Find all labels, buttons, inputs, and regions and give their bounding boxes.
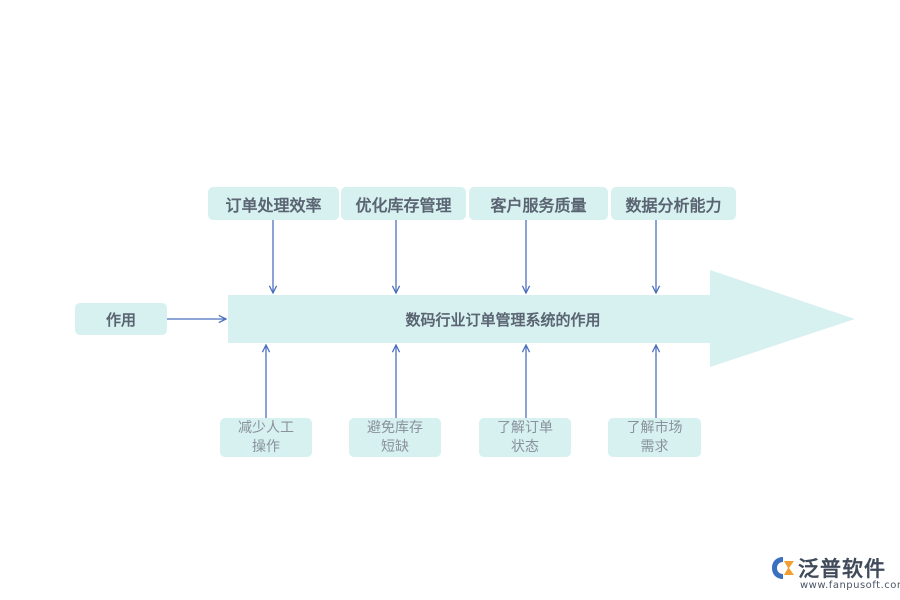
- bottom-box-line: 操作: [252, 438, 280, 455]
- bottom-box-line: 状态: [511, 438, 539, 455]
- left-box-label: 作用: [75, 303, 167, 335]
- bottom-box-reduce-manual: 减少人工 操作: [220, 418, 312, 457]
- top-box-order-efficiency: 订单处理效率: [208, 187, 339, 220]
- fanpu-logo-name: 泛普软件: [798, 557, 886, 581]
- bottom-box-line: 短缺: [381, 438, 409, 455]
- top-box-inventory: 优化库存管理: [341, 187, 466, 220]
- bottom-box-line: 了解市场: [626, 419, 683, 436]
- top-box-data-analysis: 数据分析能力: [611, 187, 736, 220]
- top-box-customer-service: 客户服务质量: [469, 187, 608, 220]
- bottom-box-line: 了解订单: [497, 419, 553, 436]
- main-arrow-label: 数码行业订单管理系统的作用: [405, 310, 601, 329]
- bottom-box-line: 减少人工: [238, 419, 294, 436]
- fanpu-logo-url: www.fanpusoft.com: [800, 580, 900, 591]
- fanpu-logo: 泛普软件 www.fanpusoft.com: [770, 553, 900, 593]
- fanpu-logo-icon: [772, 557, 794, 579]
- bottom-box-line: 需求: [640, 438, 669, 455]
- bottom-box-line: 避免库存: [367, 419, 423, 436]
- bottom-box-market-demand: 了解市场 需求: [608, 418, 701, 457]
- main-arrow-shape: [228, 270, 855, 367]
- bottom-box-avoid-shortage: 避免库存 短缺: [349, 418, 441, 457]
- bottom-box-order-status: 了解订单 状态: [479, 418, 571, 457]
